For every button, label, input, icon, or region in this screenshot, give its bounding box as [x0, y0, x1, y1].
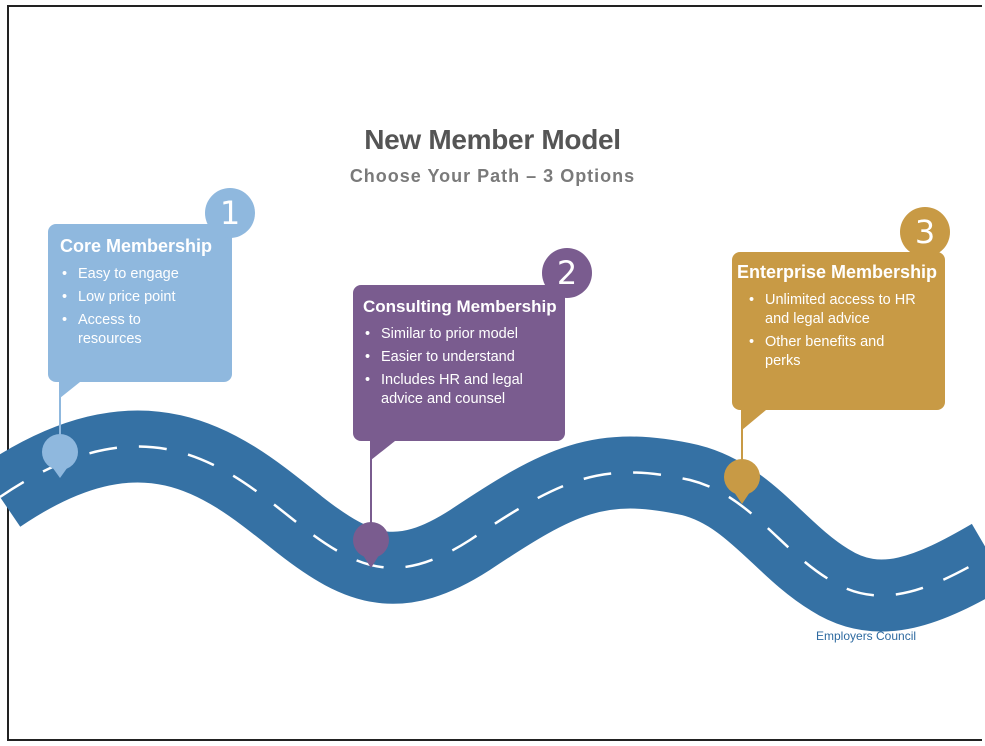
bullet-item: Easier to understand [363, 348, 555, 367]
page-subtitle: Choose Your Path – 3 Options [349, 166, 636, 186]
box-tail-1 [60, 382, 80, 398]
option-title: Core Membership [60, 236, 213, 256]
bullet-item: Low price point [60, 288, 220, 307]
option-title: Enterprise Membership [737, 262, 938, 282]
option-bullets: Easy to engage Low price point Access to… [60, 265, 220, 349]
bullet-item: Access to resources [60, 311, 168, 349]
bullet-item: Unlimited access to HR and legal advice [747, 291, 930, 329]
box-tail-3 [742, 410, 766, 430]
option-number-badge: 1 [205, 188, 255, 238]
road [0, 410, 985, 632]
footer-brand: Employers Council [816, 629, 917, 643]
option-card-consulting: Consulting Membership Similar to prior m… [353, 285, 565, 441]
bullet-item: Includes HR and legal advice and counsel [363, 371, 541, 409]
option-number-badge: 3 [900, 207, 950, 257]
pin-1 [42, 434, 78, 478]
option-number-badge: 2 [542, 248, 592, 298]
pin-3 [724, 459, 760, 504]
page-title: New Member Model [364, 124, 621, 155]
option-card-core: Core Membership Easy to engage Low price… [48, 224, 232, 382]
option-card-enterprise: Enterprise Membership Unlimited access t… [732, 252, 945, 410]
pin-2 [353, 522, 389, 568]
box-tail-2 [371, 441, 395, 460]
bullet-item: Similar to prior model [363, 325, 555, 344]
slide-frame [7, 5, 982, 741]
bullet-item: Easy to engage [60, 265, 220, 284]
bullet-item: Other benefits and perks [747, 333, 915, 371]
option-title: Consulting Membership [363, 297, 557, 316]
option-bullets: Unlimited access to HR and legal advice … [737, 291, 940, 371]
option-bullets: Similar to prior model Easier to underst… [363, 325, 555, 409]
